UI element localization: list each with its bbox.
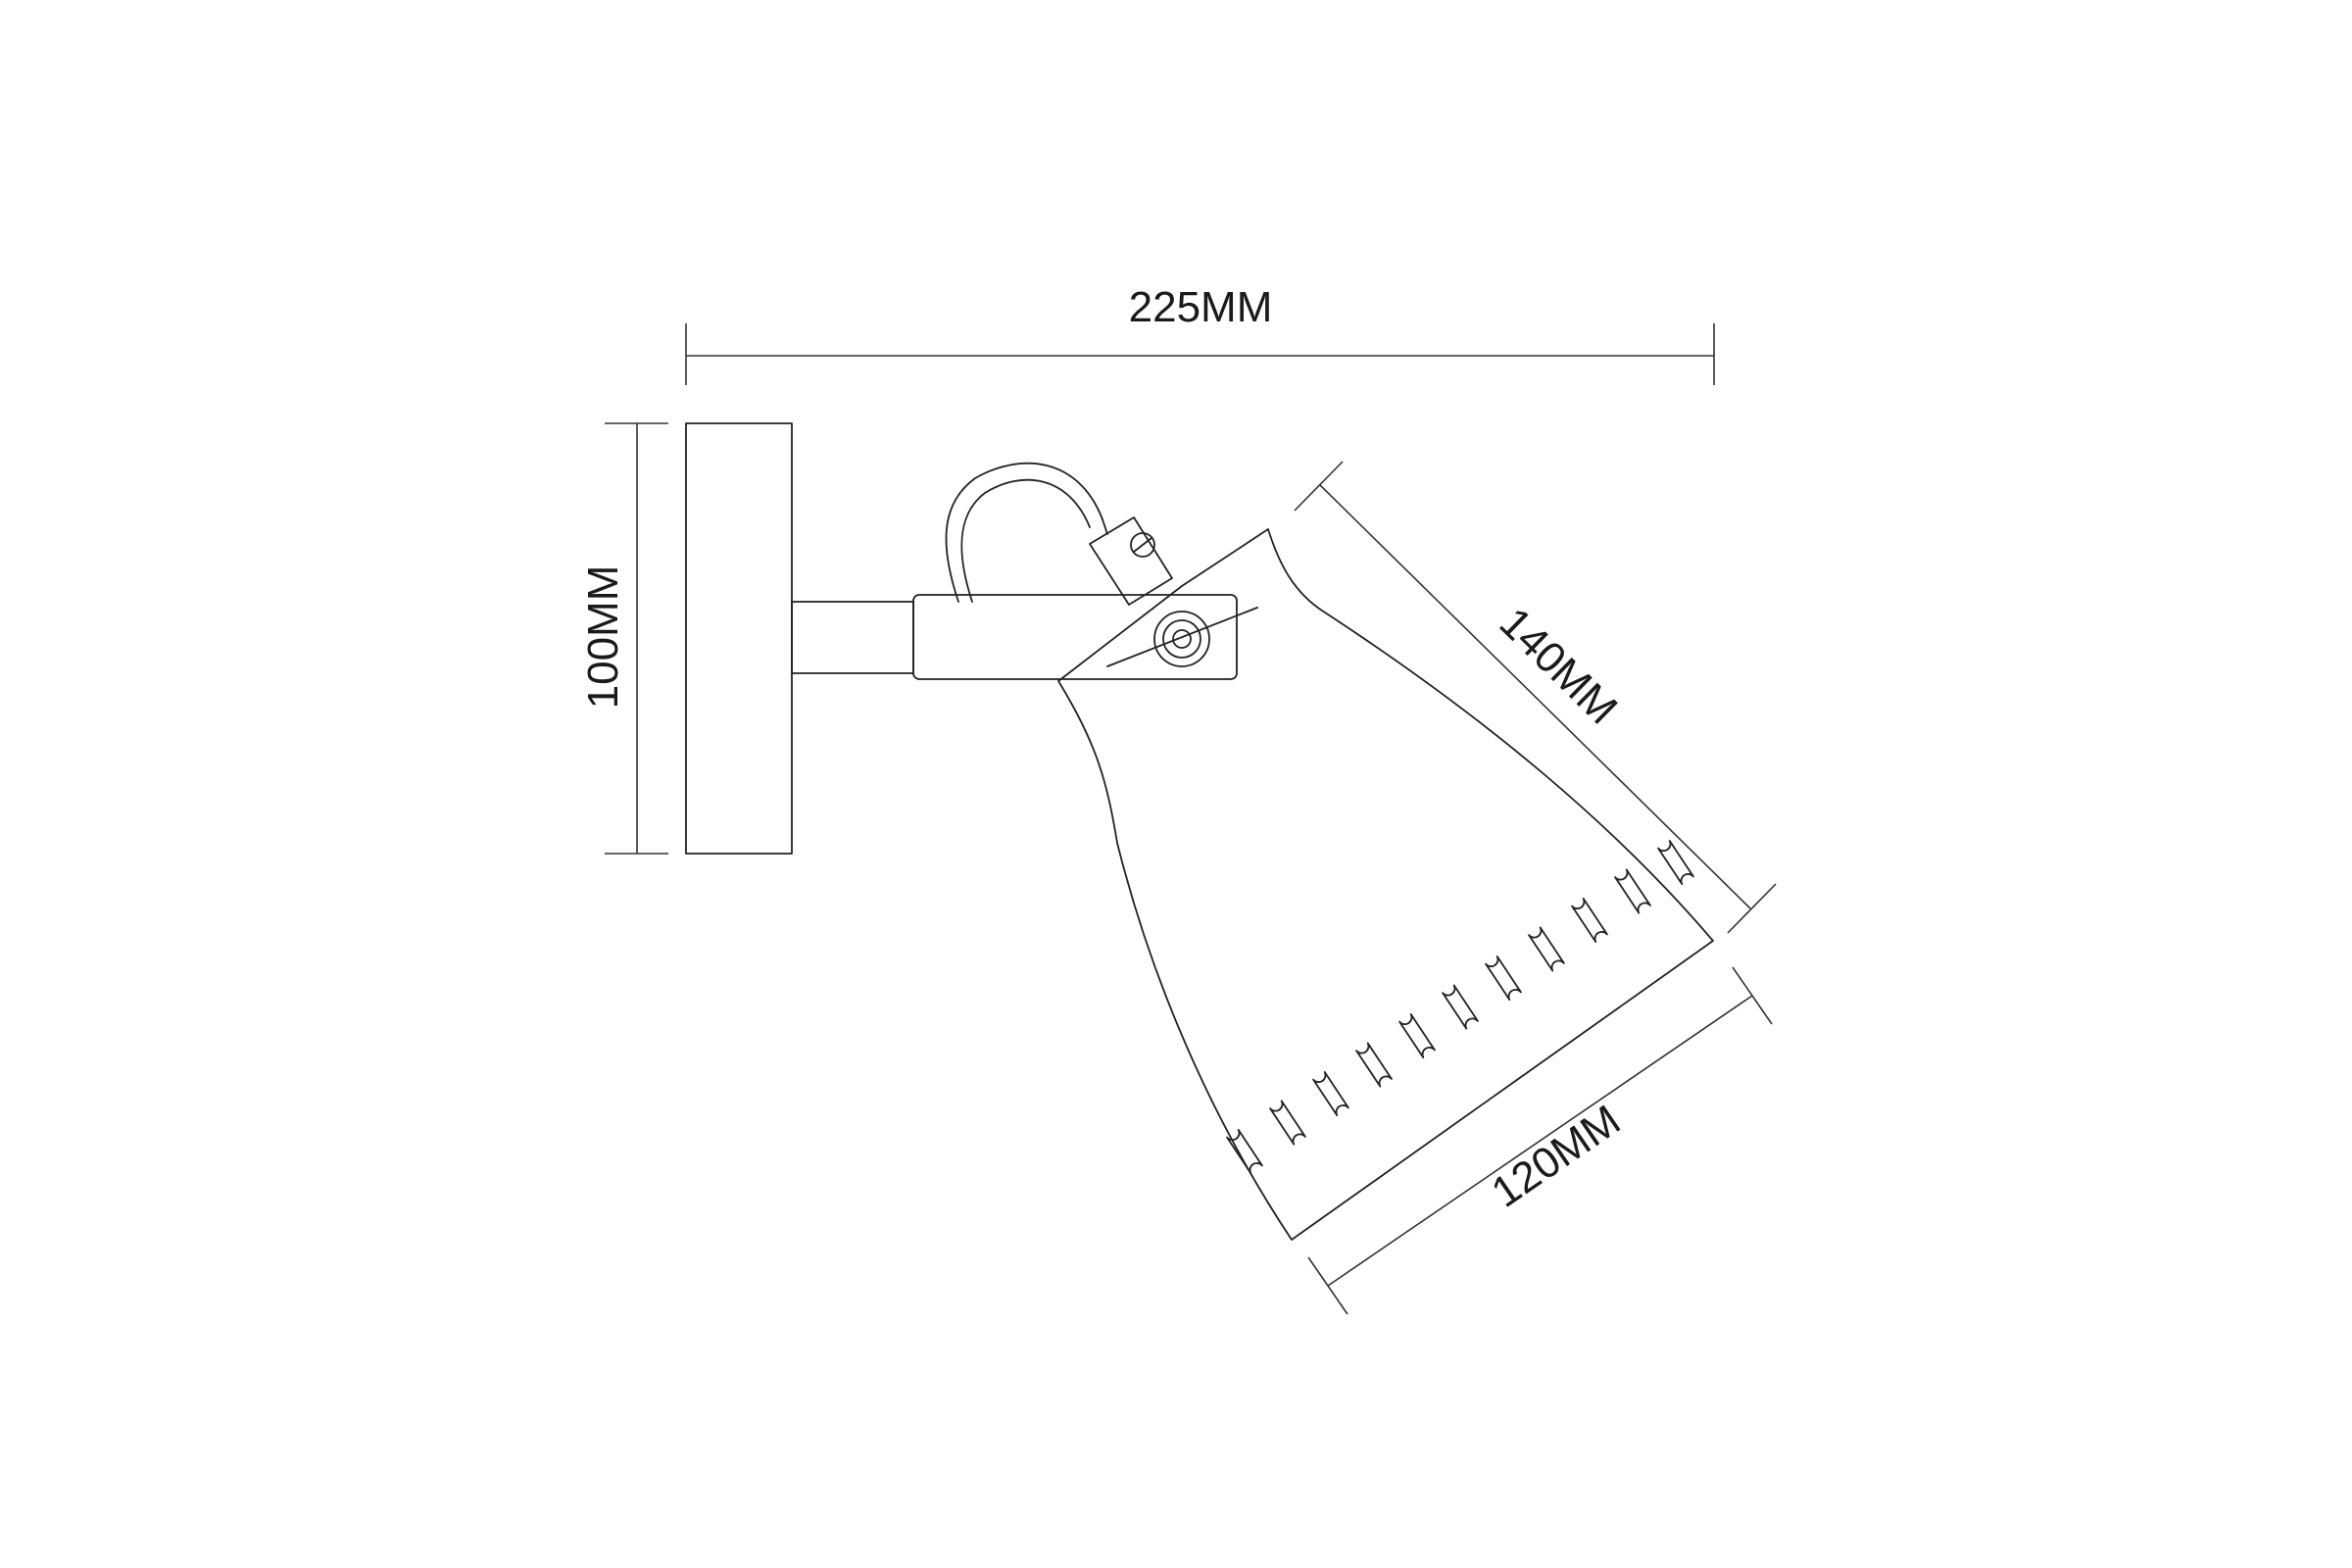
- wall-back-plate: [685, 422, 793, 855]
- width-dimension: 225MM: [685, 283, 1715, 385]
- shade-length-extension-top: [1294, 461, 1344, 512]
- width-label: 225MM: [1129, 283, 1273, 331]
- lamp-arm: [791, 601, 914, 674]
- shade-opening-extension-right: [1732, 966, 1773, 1025]
- height-dimension: 100MM: [579, 422, 668, 855]
- shade-length-extension-bottom: [1727, 883, 1777, 934]
- cable-clamp: [1089, 516, 1173, 606]
- vent-slot: [1442, 984, 1479, 1030]
- shade-opening-label: 120MM: [1483, 1096, 1629, 1216]
- vent-slot: [1571, 898, 1608, 943]
- vent-slot: [1528, 926, 1565, 972]
- vent-slot: [1226, 1129, 1263, 1174]
- height-label: 100MM: [579, 565, 627, 710]
- vent-slot: [1657, 840, 1694, 885]
- vent-slot: [1269, 1100, 1306, 1146]
- knob-outer-ring: [1153, 611, 1210, 667]
- power-cable-inner: [960, 478, 1091, 603]
- vent-slot: [1485, 956, 1522, 1001]
- knob-middle-ring: [1162, 619, 1201, 659]
- vent-slot: [1614, 868, 1651, 914]
- swivel-bracket: [912, 594, 1238, 680]
- power-cable: [945, 462, 1108, 603]
- shade-opening-extension-left: [1307, 1256, 1348, 1315]
- shade-length-label: 140MM: [1491, 599, 1627, 734]
- adjustment-knob: [1106, 607, 1258, 667]
- shade-opening-dimension: 120MM: [1307, 966, 1773, 1315]
- shade-opening-dimension-line: [1327, 995, 1753, 1287]
- shade-vent-slots: [1226, 840, 1694, 1174]
- vent-slot: [1312, 1071, 1349, 1116]
- shade-length-dimension-line: [1319, 484, 1751, 909]
- knob-center: [1172, 629, 1192, 649]
- vent-slot: [1355, 1042, 1393, 1088]
- shade-length-dimension: 140MM: [1294, 461, 1777, 934]
- vent-slot: [1398, 1013, 1436, 1058]
- cable-clamp-screw: [1130, 532, 1155, 558]
- lamp-shade: [1057, 528, 1714, 1241]
- knob-lever: [1106, 607, 1258, 667]
